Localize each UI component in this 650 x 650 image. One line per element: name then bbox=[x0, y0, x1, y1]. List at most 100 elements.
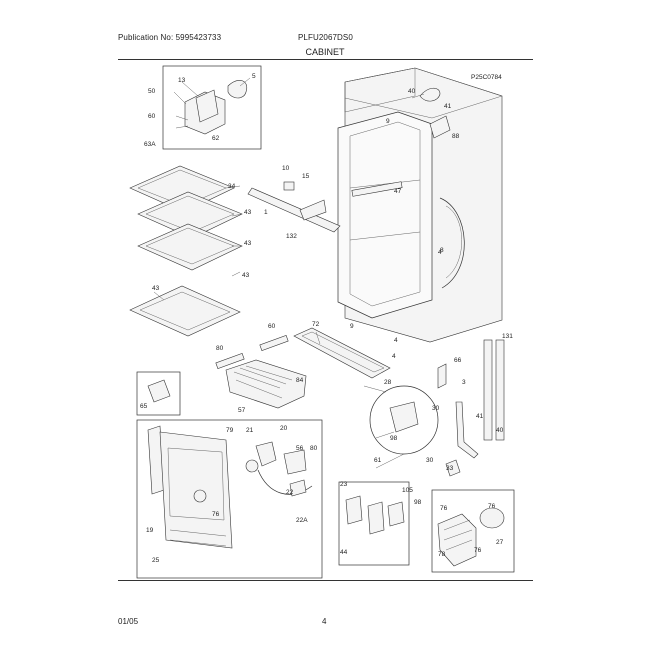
header-rule bbox=[118, 59, 533, 60]
callout: 66 bbox=[454, 357, 462, 364]
inset-box-drain bbox=[338, 481, 410, 566]
callout: 13 bbox=[178, 77, 186, 84]
callout: 63A bbox=[144, 141, 156, 148]
callout: 8 bbox=[440, 247, 444, 254]
bottom-hinge-rod bbox=[455, 401, 479, 459]
thermostat bbox=[255, 441, 277, 467]
rail-clip bbox=[283, 181, 295, 191]
callout: 20 bbox=[280, 425, 288, 432]
inset-box-control bbox=[136, 419, 323, 579]
control-housing bbox=[159, 431, 233, 549]
callout: 47 bbox=[394, 188, 402, 195]
hinge-bushing bbox=[445, 459, 461, 477]
callout: 105 bbox=[402, 487, 413, 494]
callout: 30 bbox=[432, 405, 440, 412]
callout: 41 bbox=[476, 413, 484, 420]
thermostat-dial bbox=[245, 459, 259, 473]
callout: 50 bbox=[148, 88, 156, 95]
callout: 43 bbox=[242, 272, 250, 279]
relay-block bbox=[283, 449, 307, 475]
callout: 40 bbox=[496, 427, 504, 434]
top-hinge-cover bbox=[419, 87, 441, 102]
shelf-rail bbox=[247, 187, 341, 233]
callout: 98 bbox=[414, 499, 422, 506]
leveling-leg bbox=[437, 363, 447, 389]
shelf-support bbox=[351, 181, 403, 197]
callout: 84 bbox=[296, 377, 304, 384]
callout: 98 bbox=[390, 435, 398, 442]
cabinet-liner bbox=[337, 111, 433, 319]
callout: 76 bbox=[212, 511, 220, 518]
callout: 33 bbox=[446, 465, 454, 472]
drain-tube bbox=[483, 339, 493, 441]
callout: 80 bbox=[216, 345, 224, 352]
callout: 76 bbox=[440, 505, 448, 512]
callout: 60 bbox=[148, 113, 156, 120]
glass-shelf bbox=[129, 285, 241, 337]
top-hinge bbox=[429, 115, 451, 139]
side-strip bbox=[495, 339, 505, 441]
light-socket bbox=[195, 89, 219, 123]
wire-shelf-3 bbox=[137, 223, 243, 271]
callout: 10 bbox=[282, 165, 290, 172]
diagram-code: P25C0784 bbox=[471, 74, 502, 81]
page-title: CABINET bbox=[305, 47, 345, 57]
callout: 27 bbox=[496, 539, 504, 546]
callout: 25 bbox=[152, 557, 160, 564]
callout: 41 bbox=[444, 103, 452, 110]
callout: 40 bbox=[408, 88, 416, 95]
callout: 4 bbox=[392, 353, 396, 360]
model-number: PLFU2067DS0 bbox=[298, 33, 353, 42]
callout: 23 bbox=[340, 481, 348, 488]
wire-basket bbox=[225, 359, 307, 409]
callout: 57 bbox=[238, 407, 246, 414]
fan-cage bbox=[437, 513, 477, 567]
inset-box-bracket bbox=[136, 371, 181, 416]
inset-box-light bbox=[162, 65, 262, 150]
callout: 72 bbox=[312, 321, 320, 328]
callout: 65 bbox=[140, 403, 148, 410]
kick-plate bbox=[293, 327, 391, 379]
footer-date: 01/05 bbox=[118, 617, 139, 626]
callout: 60 bbox=[268, 323, 276, 330]
callout: 5 bbox=[252, 73, 256, 80]
callout: 44 bbox=[340, 549, 348, 556]
callout: 22 bbox=[286, 489, 294, 496]
callout: 4 bbox=[438, 249, 442, 256]
callout: 4 bbox=[394, 337, 398, 344]
fan-motor bbox=[479, 507, 505, 529]
door-gasket bbox=[439, 197, 465, 289]
callout: 43 bbox=[244, 209, 252, 216]
callout: 76 bbox=[474, 547, 482, 554]
callout: 56 bbox=[296, 445, 304, 452]
callout: 30 bbox=[426, 457, 434, 464]
callout: 43 bbox=[152, 285, 160, 292]
callout: 43 bbox=[244, 240, 252, 247]
callout: 61 bbox=[374, 457, 382, 464]
callout: 132 bbox=[286, 233, 297, 240]
basket-slide-left bbox=[215, 353, 245, 369]
callout: 80 bbox=[310, 445, 318, 452]
callout: 15 bbox=[302, 173, 310, 180]
callout: 34 bbox=[228, 183, 236, 190]
publication-number: Publication No: 5995423733 bbox=[118, 33, 222, 42]
callout: 131 bbox=[502, 333, 513, 340]
callout: 76 bbox=[488, 503, 496, 510]
sensor-clip bbox=[289, 479, 307, 497]
light-bulb bbox=[227, 80, 248, 99]
callout: 1 bbox=[264, 209, 268, 216]
footer-rule bbox=[118, 580, 533, 581]
page-number: 4 bbox=[322, 617, 327, 626]
callout: 9 bbox=[350, 323, 354, 330]
callout: 21 bbox=[246, 427, 254, 434]
callout: 9 bbox=[386, 118, 390, 125]
callout: 19 bbox=[146, 527, 154, 534]
callout: 79 bbox=[226, 427, 234, 434]
callout: 22A bbox=[296, 517, 308, 524]
callout: 78 bbox=[438, 551, 446, 558]
basket-slide-right bbox=[259, 335, 289, 351]
callout: 88 bbox=[452, 133, 460, 140]
callout: 28 bbox=[384, 379, 392, 386]
thermostat-knob bbox=[193, 489, 207, 503]
